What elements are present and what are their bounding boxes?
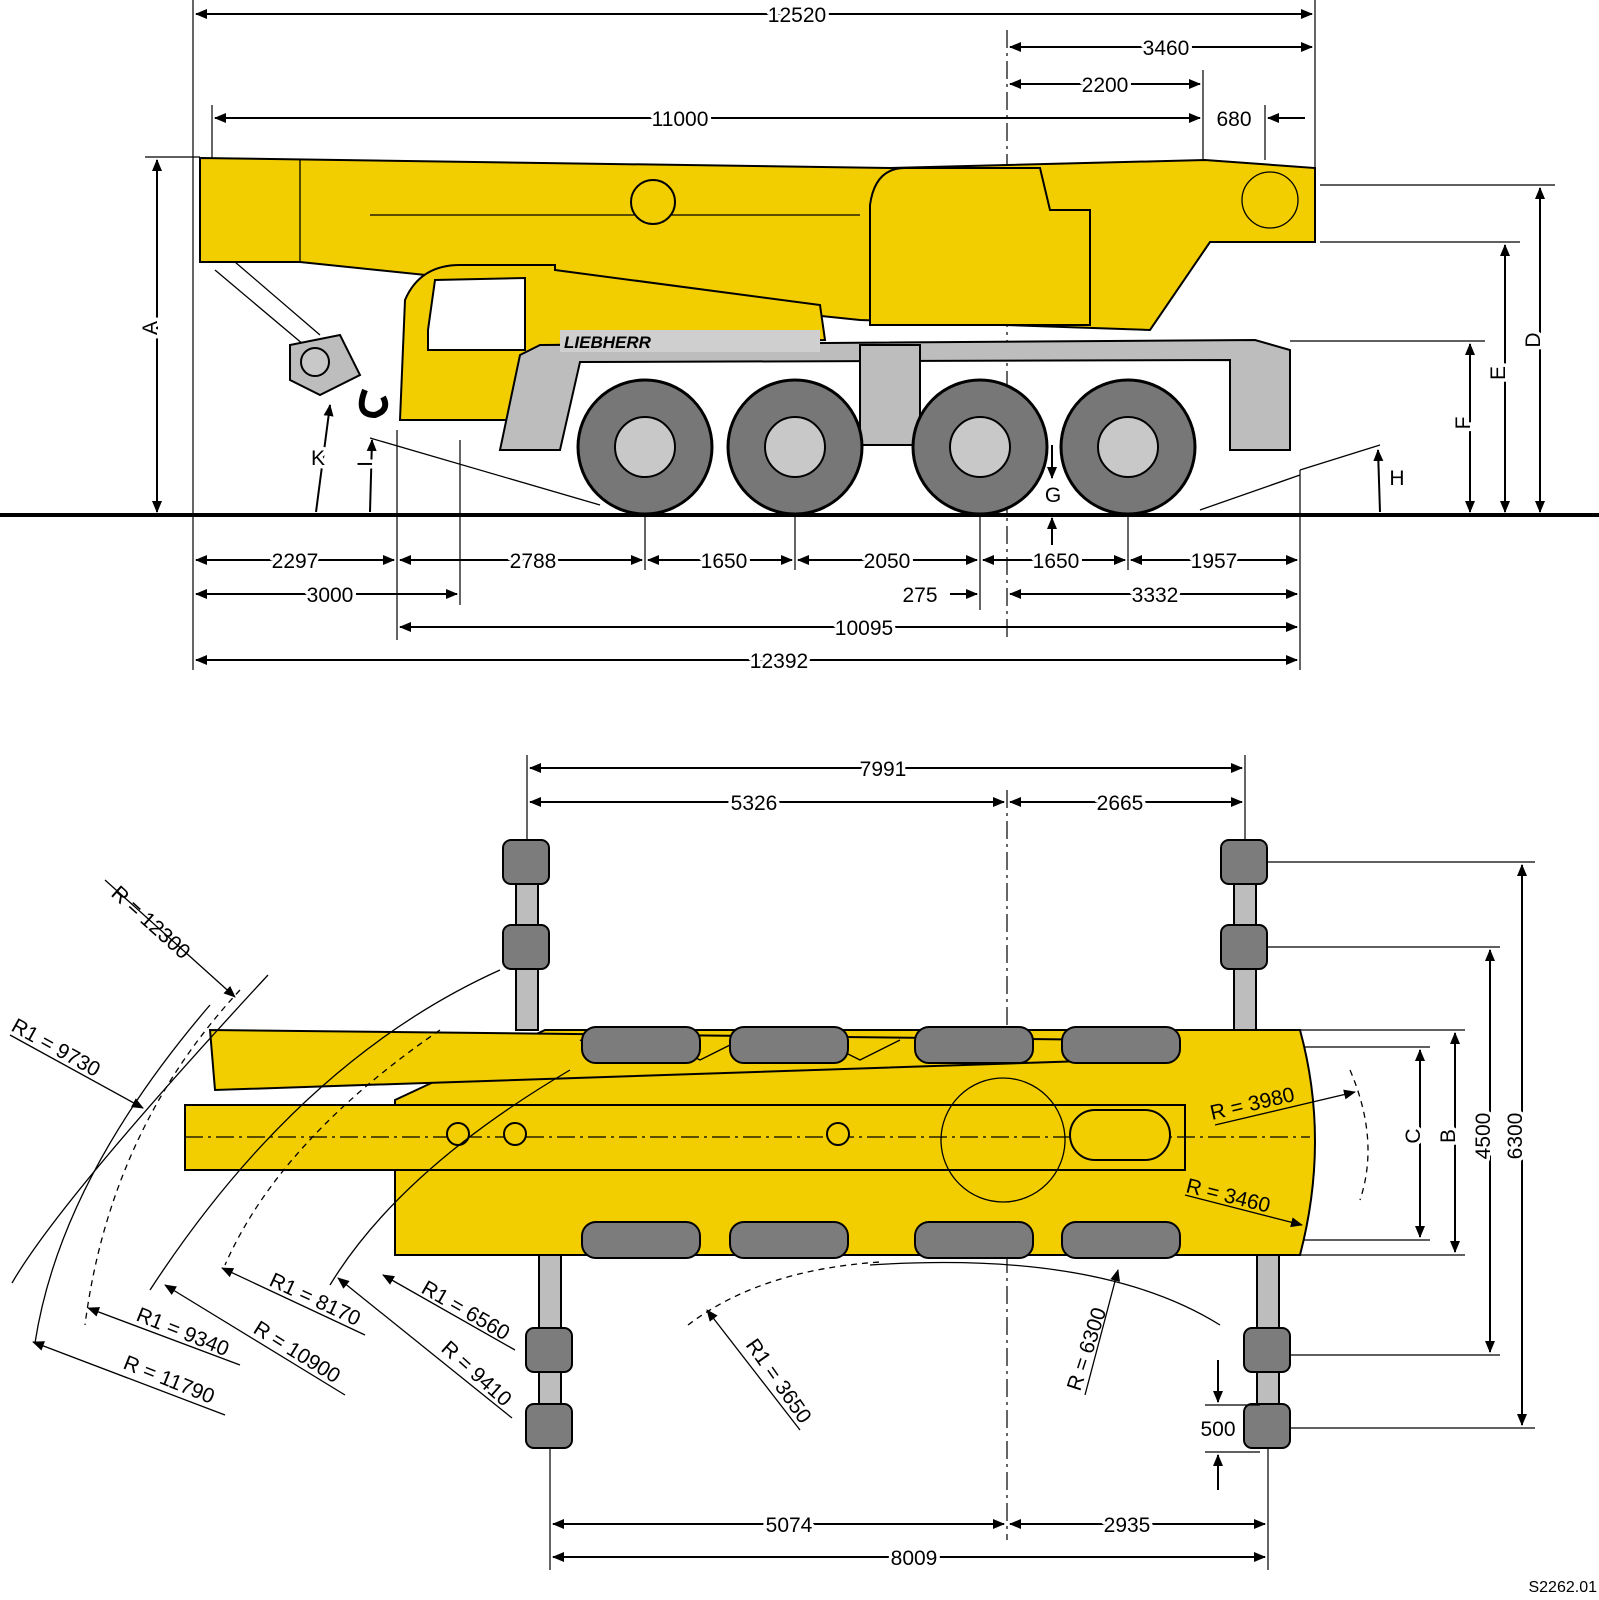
crane-top-illustration	[11, 839, 1369, 1449]
dim-5074: 5074	[766, 1514, 813, 1537]
dim-6300: 6300	[1504, 1113, 1527, 1160]
dim-1650-b: 1650	[1033, 550, 1080, 573]
dim-4500: 4500	[1472, 1113, 1495, 1160]
dim-3332: 3332	[1132, 584, 1179, 607]
dim-G: G	[1045, 484, 1061, 507]
dim-1957: 1957	[1191, 550, 1238, 573]
crane-side-illustration: LIEBHERR	[199, 156, 1381, 516]
dim-B: B	[1437, 1129, 1460, 1143]
liebherr-logo: LIEBHERR	[564, 333, 652, 352]
radius-r-10900: R = 10900	[249, 1317, 344, 1388]
top-view: 7991 5326 2665 5074 2935 8009 C B 4500 6…	[8, 755, 1535, 1574]
crane-cab	[869, 167, 1091, 326]
radius-r1-8170: R1 = 8170	[266, 1269, 364, 1331]
dim-A: A	[139, 321, 162, 335]
radius-r1-9340: R1 = 9340	[133, 1303, 232, 1361]
radius-r-9410: R = 9410	[437, 1337, 516, 1412]
dim-2297: 2297	[272, 550, 319, 573]
axle-dimensions: 2297 2788 1650 2050 1650 1957 3000 275 3…	[195, 547, 1298, 677]
dim-3000: 3000	[307, 584, 354, 607]
dim-E: E	[1487, 366, 1510, 380]
dim-500: 500	[1200, 1418, 1235, 1441]
dim-K: K	[311, 447, 325, 470]
radius-r1-6560: R1 = 6560	[418, 1276, 514, 1345]
radius-r1-3650: R1 = 3650	[741, 1335, 816, 1428]
dim-1650-a: 1650	[701, 550, 748, 573]
dim-7991: 7991	[860, 758, 907, 781]
dim-H: H	[1389, 467, 1404, 490]
radius-r-6300: R = 6300	[1063, 1305, 1111, 1394]
tires-top	[581, 1026, 1181, 1259]
dim-2788: 2788	[510, 550, 557, 573]
drawing-id: S2262.01	[1528, 1579, 1597, 1596]
dim-11000: 11000	[652, 108, 709, 131]
wheels	[576, 378, 1197, 516]
radius-r1-9730: R1 = 9730	[8, 1014, 104, 1081]
dim-5326: 5326	[731, 792, 778, 815]
dim-F: F	[1452, 417, 1475, 430]
dim-8009: 8009	[891, 1547, 938, 1570]
dim-C: C	[1402, 1128, 1425, 1143]
dim-12520: 12520	[768, 4, 826, 27]
radius-r-12300: R = 12300	[107, 882, 195, 964]
dim-275: 275	[902, 584, 937, 607]
dim-I: I	[354, 461, 377, 467]
dim-10095: 10095	[835, 617, 893, 640]
dim-2665: 2665	[1097, 792, 1144, 815]
dim-12392: 12392	[750, 650, 808, 673]
radius-r-11790: R = 11790	[120, 1351, 218, 1408]
dim-D: D	[1522, 332, 1545, 347]
dim-3460: 3460	[1143, 37, 1190, 60]
dim-2050: 2050	[864, 550, 911, 573]
dim-2200: 2200	[1082, 74, 1129, 97]
dim-680: 680	[1216, 108, 1251, 131]
side-view: LIEBHERR 12520 3460 2200 11000 680	[0, 0, 1599, 677]
dim-2935: 2935	[1104, 1514, 1151, 1537]
